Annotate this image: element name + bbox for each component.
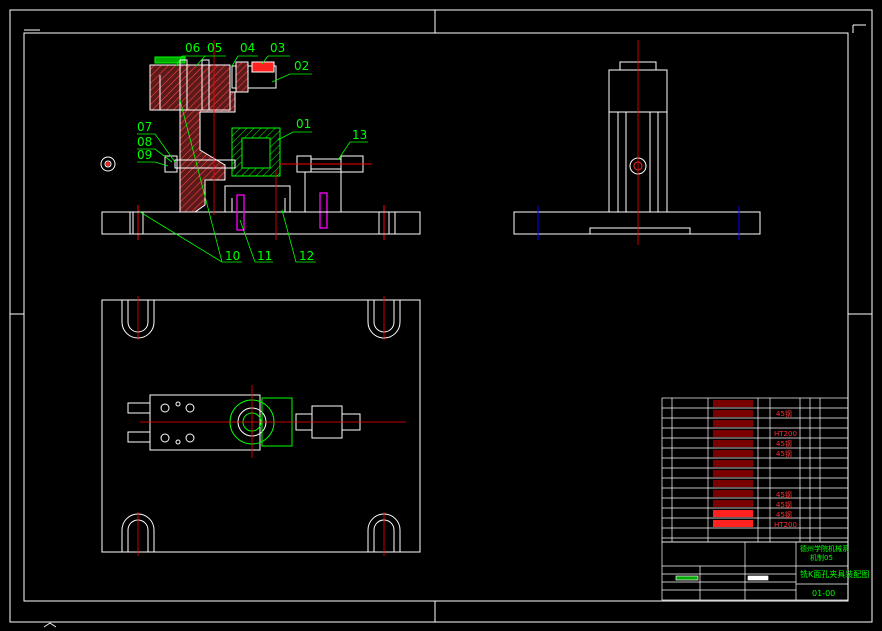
label-10: 10	[225, 249, 240, 263]
bom-cells	[713, 400, 753, 527]
base-plate	[101, 211, 421, 235]
school-name: 德州学院机械系	[800, 544, 849, 553]
class-name: 机制05	[810, 553, 833, 562]
bom-materials: 45钢 HT200 45钢 45钢 45钢 45钢 45钢 HT200	[774, 409, 797, 529]
corner-marks	[24, 24, 866, 33]
label-01: 01	[296, 117, 311, 131]
part-callouts	[137, 55, 368, 263]
label-07: 07	[137, 120, 152, 134]
corner-note	[43, 622, 57, 628]
label-12: 12	[299, 249, 314, 263]
clamp-arm	[149, 64, 231, 111]
clamp-column-section	[149, 91, 236, 213]
bom-material-cell: 45钢	[776, 439, 792, 448]
front-view	[100, 40, 421, 240]
label-05: 05	[207, 41, 222, 55]
bom-material-cell: 45钢	[776, 409, 792, 418]
sheet-frame	[9, 9, 873, 623]
label-03: 03	[270, 41, 285, 55]
label-04: 04	[240, 41, 255, 55]
bom-material-cell: HT200	[774, 430, 797, 438]
label-13: 13	[352, 128, 367, 142]
label-02: 02	[294, 59, 309, 73]
bom-material-cell: 45钢	[776, 449, 792, 458]
label-06: 06	[185, 41, 200, 55]
top-view	[101, 296, 421, 556]
title-block-text: 德州学院机械系 机制05 铣K面孔夹具装配图 01-00	[800, 544, 869, 598]
bom-material-cell: HT200	[774, 521, 797, 529]
drawing-title: 铣K面孔夹具装配图	[800, 569, 869, 579]
drawing-number: 01-00	[812, 589, 835, 598]
label-11: 11	[257, 249, 272, 263]
ball-handle	[100, 156, 116, 172]
title-block	[661, 541, 849, 601]
side-view	[513, 40, 761, 245]
label-08: 08	[137, 135, 152, 149]
bom-table	[661, 397, 849, 543]
bom-material-cell: 45钢	[776, 500, 792, 509]
label-09: 09	[137, 148, 152, 162]
bom-material-cell: 45钢	[776, 510, 792, 519]
part-label-text: 06 05 04 03 02 01 07 08 09 13 10 11 12	[137, 41, 367, 263]
bom-material-cell: 45钢	[776, 490, 792, 499]
